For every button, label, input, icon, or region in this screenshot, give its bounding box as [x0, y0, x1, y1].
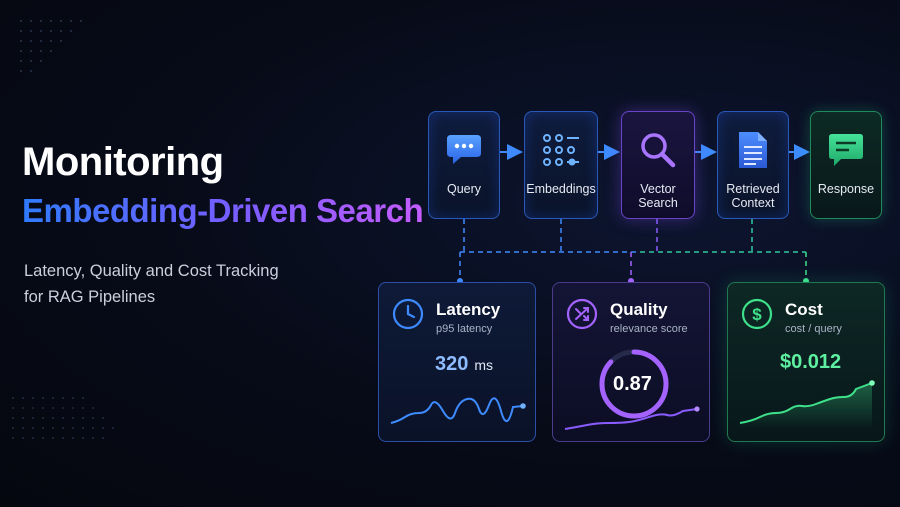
cost-title: Cost [785, 300, 823, 319]
chat-bubble-icon [444, 130, 484, 170]
document-icon [733, 130, 773, 170]
clock-icon [392, 298, 424, 330]
step-label-retrieved-context: Retrieved Context [726, 182, 780, 210]
step-label-retrieved: Retrieved [726, 182, 780, 196]
step-label-context: Context [731, 196, 775, 210]
metric-card-cost: $ Cost cost / query $0.012 [727, 282, 885, 442]
latency-title: Latency [436, 300, 501, 319]
cost-value: $0.012 [780, 351, 842, 373]
step-label-response: Response [817, 182, 875, 196]
latency-sparkline [390, 397, 526, 424]
subtitle: Latency, Quality and Cost Tracking for R… [24, 258, 354, 310]
pipeline-step-retrieved-context: Retrieved Context [717, 111, 789, 219]
shuffle-icon [566, 298, 598, 330]
metric-card-latency: Latency p95 latency 320 ms [378, 282, 536, 442]
step-label-vector-search: Vector Search [638, 182, 678, 210]
gauge-arc [599, 349, 669, 419]
latency-subtitle: p95 latency [436, 323, 493, 335]
subtitle-line-1: Latency, Quality and Cost Tracking [24, 262, 279, 280]
metric-card-quality: Quality relevance score 0.87 [552, 282, 710, 442]
latency-value-group: 320 ms [435, 353, 493, 376]
latency-unit: ms [474, 357, 494, 373]
vector-dots-icon [541, 130, 581, 170]
quality-value: 0.87 [613, 373, 652, 395]
step-label-query: Query [446, 182, 482, 196]
step-label-vector: Vector [640, 182, 676, 196]
latency-value: 320 [435, 353, 469, 375]
pipeline-step-embeddings: Embeddings [524, 111, 598, 219]
pipeline-step-response: Response [810, 111, 882, 219]
step-label-search: Search [638, 196, 678, 210]
dot-grid-top-left [20, 20, 82, 72]
dollar-icon: $ [741, 298, 773, 330]
subtitle-line-2: for RAG Pipelines [24, 288, 156, 306]
cost-sparkline [739, 380, 875, 429]
svg-text:$: $ [752, 305, 762, 324]
pipeline-step-query: Query [428, 111, 500, 219]
step-label-embeddings: Embeddings [526, 182, 596, 196]
quality-title: Quality [610, 300, 668, 319]
quality-gauge [599, 349, 669, 419]
title-monitoring: Monitoring [22, 140, 224, 184]
magnifier-icon [638, 130, 678, 170]
quality-subtitle: relevance score [610, 323, 688, 335]
title-embedding-driven-search: Embedding-Driven Search [22, 192, 424, 229]
dot-grid-bottom-left [12, 397, 114, 439]
message-icon [826, 130, 866, 170]
pipeline-step-vector-search: Vector Search [621, 111, 695, 219]
cost-subtitle: cost / query [785, 323, 842, 335]
quality-sparkline [564, 406, 700, 430]
